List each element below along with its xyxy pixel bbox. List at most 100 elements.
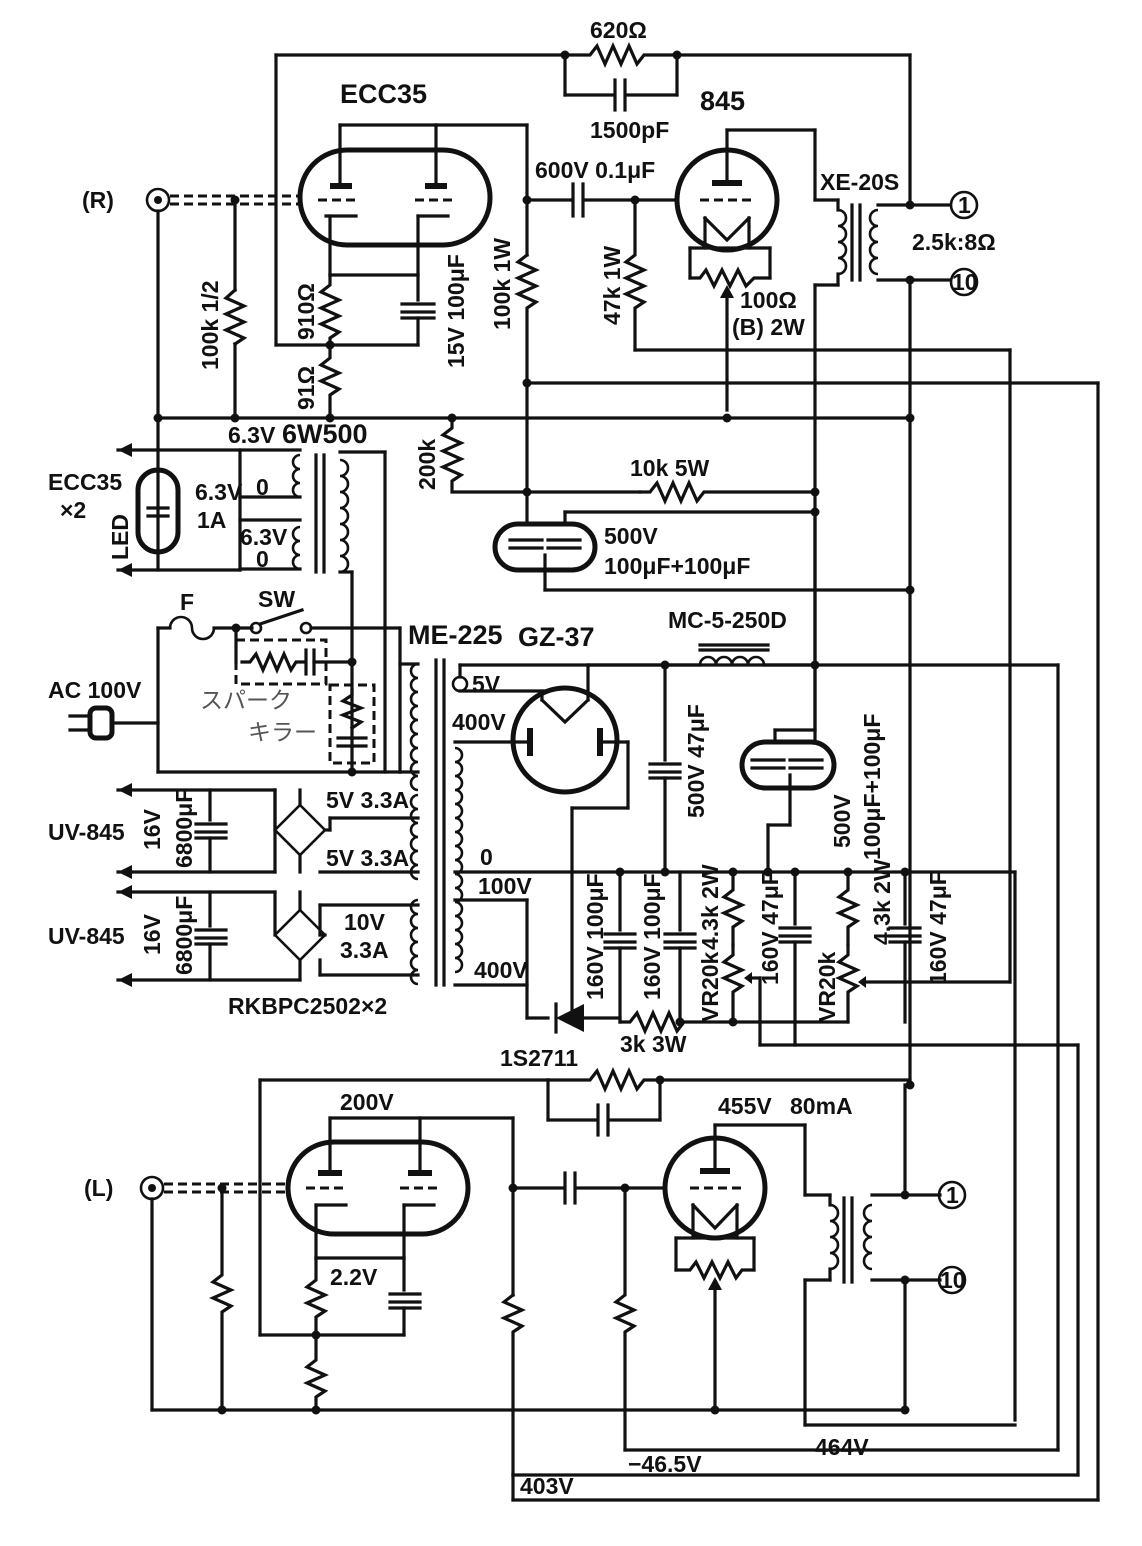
- bias-pot-2[interactable]: [835, 943, 861, 1024]
- bridge-rectifier-1: [273, 803, 327, 857]
- heater-load-count: ×2: [60, 497, 86, 523]
- cathode-resistor-910: [317, 273, 343, 347]
- ot-secondary-l: [862, 1203, 873, 1271]
- hum-pot-label: 100Ω: [740, 287, 797, 313]
- grid-leak-resistor: [622, 198, 648, 352]
- ot-primary: [837, 208, 848, 276]
- terminal-10-l-label: 10: [940, 1267, 966, 1293]
- left-channel: (L) 200V 2.2V: [84, 1067, 1100, 1502]
- output-terminal-10-r[interactable]: [949, 267, 979, 297]
- bias-pot-1[interactable]: [720, 943, 746, 1024]
- grid-resistor: [222, 287, 248, 347]
- heater-winding-2: [291, 525, 301, 571]
- decoupling-resistor: [638, 479, 817, 505]
- filament-cap-2-c: 6800μF: [171, 896, 197, 975]
- 845-label-r: 845: [700, 86, 745, 116]
- right-channel: (R) 100k 1/2 ECC35 910Ω: [82, 17, 1100, 1502]
- input-l-label: (L): [84, 1175, 113, 1201]
- bias-resistor-1: [720, 870, 746, 947]
- bias-diode-label: 1S2711: [500, 1045, 578, 1071]
- hum-balance-pot[interactable]: [688, 266, 772, 290]
- bias-resistor-3k: [618, 1009, 850, 1035]
- filament-cap-2-v: 16V: [139, 913, 165, 955]
- dropping-resistor: [439, 416, 642, 494]
- tap-400v-top-label: 400V: [452, 709, 506, 735]
- filament-cap-1-c: 6800μF: [171, 789, 197, 868]
- mains-label: AC 100V: [48, 677, 142, 703]
- bridge-rectifier-2: [273, 908, 327, 962]
- bias-r1-label: 4.3k 2W: [697, 864, 723, 950]
- plate-resistor: [514, 252, 540, 385]
- heater-tap-top: 6.3V: [228, 422, 276, 448]
- plate-resistor-l: [500, 1292, 526, 1477]
- output-terminal-10-l[interactable]: [937, 1265, 967, 1295]
- v-plate-driver-label: 200V: [340, 1089, 394, 1115]
- spark-killer-2: [328, 683, 376, 765]
- spark-killer-label-2: キラー: [248, 720, 317, 746]
- filament-5v-b: 5V 3.3A: [326, 845, 409, 871]
- plate-resistor-label: 100k 1W: [489, 238, 515, 330]
- ot-secondary: [868, 208, 879, 276]
- heater-winding-1: [291, 453, 301, 499]
- fuse-label: F: [180, 589, 194, 615]
- bias-pot-1-label: VR20k: [697, 951, 723, 1022]
- pt-primary: [409, 662, 419, 792]
- tap-0-label: 0: [480, 844, 493, 870]
- v-driver-supply-label: 403V: [520, 1473, 574, 1499]
- decoupling-resistor-label: 10k 5W: [630, 455, 710, 481]
- heater-tap-bot-0: 0: [256, 546, 269, 572]
- block-cap-1-c: 100μF+100μF: [604, 553, 750, 579]
- heater-tap-bot-v: 6.3V: [240, 524, 288, 550]
- block-cap-2: [739, 739, 837, 791]
- cathode-r2-l: [303, 1333, 329, 1412]
- heater-tap-mid-0: 0: [256, 474, 269, 500]
- heater-rating-a: 1A: [197, 507, 226, 533]
- tap-5v-label: 5V: [472, 671, 501, 697]
- output-terminal-1-r[interactable]: [949, 190, 979, 220]
- filament-cap-1-v: 16V: [139, 808, 165, 850]
- hum-pot-spec: (B) 2W: [732, 314, 805, 340]
- terminal-1-l-label: 1: [946, 1182, 959, 1208]
- led-label: LED: [107, 514, 133, 560]
- block-cap-2-v: 500V: [829, 794, 855, 848]
- bias-cap-4-label: 160V 47μF: [925, 871, 951, 985]
- spark-killer-label-1: スパーク: [200, 688, 292, 714]
- fuse: [168, 615, 216, 641]
- cathode-cap-label: 15V 100μF: [443, 254, 469, 368]
- block-cap-2-c: 100μF+100μF: [859, 714, 885, 860]
- grid-leak-l: [612, 1186, 638, 1452]
- v-b-plus-label: 464V: [815, 1434, 869, 1460]
- ecc35-tube-r: [297, 147, 493, 248]
- ot-primary-l: [829, 1203, 840, 1271]
- tap-100v-label: 100V: [478, 873, 532, 899]
- filament-10v-b: 3.3A: [340, 937, 389, 963]
- power-transformer-label: ME-225: [408, 620, 503, 650]
- hum-pot-l[interactable]: [674, 1258, 756, 1282]
- heater-load-label: ECC35: [48, 469, 122, 495]
- mains-plug[interactable]: [87, 705, 115, 741]
- filament-5v-a: 5V 3.3A: [326, 787, 409, 813]
- bias-pot-2-label: VR20k: [814, 951, 840, 1022]
- feedback-resistor-label: 620Ω: [590, 17, 647, 43]
- bias-cap-2-label: 160V 100μF: [639, 873, 665, 1000]
- block-cap-1-v: 500V: [604, 523, 658, 549]
- feedback-resistor: [563, 42, 679, 68]
- switch-label: SW: [258, 586, 295, 612]
- grid-leak-label: 47k 1W: [599, 245, 625, 325]
- power-switch[interactable]: [249, 621, 263, 635]
- terminal-1-r-label: 1: [958, 192, 971, 218]
- ot-label: XE-20S: [820, 169, 899, 195]
- heater-transformer-label: 6W500: [282, 419, 368, 449]
- cathode-resistor-91: [317, 343, 343, 420]
- output-terminal-1-l[interactable]: [937, 1180, 967, 1210]
- bias-resistor-label: 3k 3W: [620, 1031, 687, 1057]
- rectifier-label: GZ-37: [518, 622, 595, 652]
- gz37-rectifier: [510, 685, 620, 795]
- cathode-r2-label: 91Ω: [293, 366, 319, 410]
- cathode-r1-label: 910Ω: [293, 283, 319, 340]
- choke-label: MC-5-250D: [668, 607, 787, 633]
- filament-load-2-label: UV-845: [48, 923, 125, 949]
- filament-10v-a: 10V: [344, 909, 386, 935]
- ot-ratio-label: 2.5k:8Ω: [912, 229, 996, 255]
